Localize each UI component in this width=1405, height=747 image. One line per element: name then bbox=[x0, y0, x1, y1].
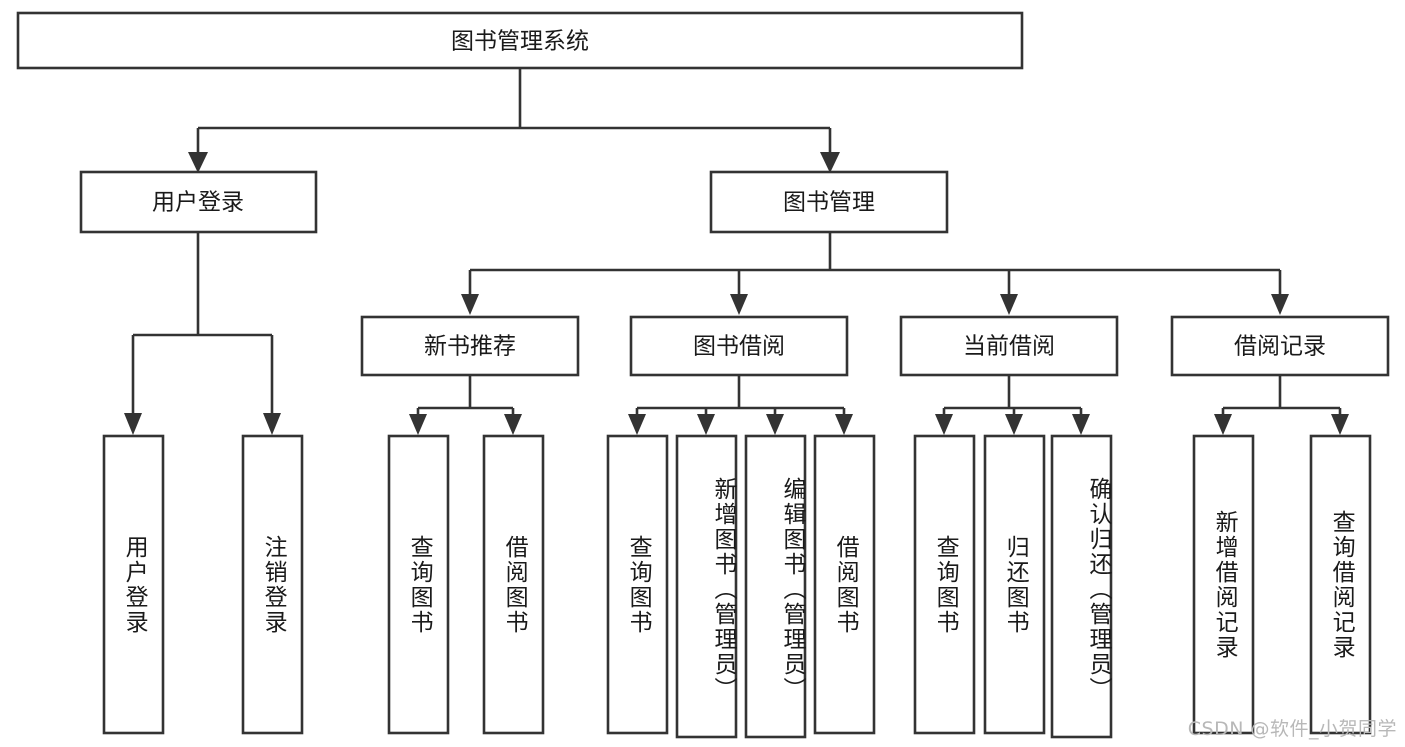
leaf-box-user-login[interactable] bbox=[102, 434, 165, 735]
leaf-box-confirm-return-admin[interactable] bbox=[1050, 434, 1113, 739]
node-user-login-box[interactable] bbox=[79, 170, 318, 234]
arrow-head-book-mgmt bbox=[820, 152, 840, 173]
node-book-management-box[interactable] bbox=[709, 170, 949, 234]
arrow-head-newbook-leaf-2 bbox=[504, 414, 522, 435]
arrow-head-user-login bbox=[188, 152, 208, 173]
leaf-box-edit-book-admin[interactable] bbox=[744, 434, 807, 739]
arrow-head-leaf-user-login bbox=[124, 413, 142, 435]
leaf-boxes-borrow-record bbox=[1192, 434, 1372, 735]
leaf-boxes-current-borrow bbox=[913, 434, 1113, 739]
node-book-borrow-box[interactable] bbox=[629, 315, 849, 377]
leaf-box-return-book[interactable] bbox=[983, 434, 1046, 735]
leaf-box-query-book-1[interactable] bbox=[387, 434, 450, 735]
node-book-borrow[interactable]: 图书借阅 bbox=[629, 315, 849, 377]
arrow-head-current-borrow bbox=[1000, 294, 1018, 315]
node-book-borrow-label: 图书借阅 bbox=[693, 334, 785, 360]
arrow-head-leaf-logout bbox=[263, 413, 281, 435]
node-new-book-recommend-label: 新书推荐 bbox=[424, 334, 516, 360]
csdn-watermark: CSDN @软件_小贺同学 bbox=[1187, 718, 1397, 740]
node-current-borrow-label: 当前借阅 bbox=[963, 334, 1055, 360]
node-current-borrow-box[interactable] bbox=[899, 315, 1119, 377]
node-root-box[interactable] bbox=[16, 11, 1024, 70]
leaf-box-add-borrow-record[interactable] bbox=[1192, 434, 1255, 735]
leaf-box-add-book-admin[interactable] bbox=[675, 434, 738, 739]
node-borrow-record-label: 借阅记录 bbox=[1234, 334, 1326, 360]
connector-bookborrow-to-leaves bbox=[628, 375, 853, 435]
arrow-head-currentborrow-leaf-1 bbox=[935, 414, 953, 435]
leaf-box-logout[interactable] bbox=[241, 434, 304, 735]
leaf-box-borrow-book-1[interactable] bbox=[482, 434, 545, 735]
arrow-head-borrowrecord-leaf-2 bbox=[1331, 414, 1349, 435]
node-user-login[interactable]: 用户登录 bbox=[79, 170, 318, 234]
connector-borrowrecord-to-leaves bbox=[1214, 375, 1349, 435]
connector-root-to-level2 bbox=[188, 68, 840, 173]
leaf-box-borrow-book-2[interactable] bbox=[813, 434, 876, 735]
arrow-head-currentborrow-leaf-2 bbox=[1005, 414, 1023, 435]
leaf-box-query-book-3[interactable] bbox=[913, 434, 976, 735]
arrow-head-currentborrow-leaf-3 bbox=[1072, 414, 1090, 435]
node-new-book-recommend[interactable]: 新书推荐 bbox=[360, 315, 580, 377]
node-current-borrow[interactable]: 当前借阅 bbox=[899, 315, 1119, 377]
connector-bookmgmt-to-level3 bbox=[461, 232, 1289, 315]
node-user-login-label: 用户登录 bbox=[152, 190, 244, 216]
node-book-management[interactable]: 图书管理 bbox=[709, 170, 949, 234]
node-root[interactable]: 图书管理系统 bbox=[16, 11, 1024, 70]
leaf-box-query-book-2[interactable] bbox=[606, 434, 669, 735]
connector-newbook-to-leaves bbox=[409, 375, 522, 435]
arrow-head-borrow-record bbox=[1271, 294, 1289, 315]
node-borrow-record-box[interactable] bbox=[1170, 315, 1390, 377]
node-root-label: 图书管理系统 bbox=[451, 29, 589, 55]
arrow-head-bookborrow-leaf-2 bbox=[697, 414, 715, 435]
arrow-head-bookborrow-leaf-3 bbox=[766, 414, 784, 435]
arrow-head-bookborrow-leaf-4 bbox=[835, 414, 853, 435]
arrow-head-book-borrow bbox=[730, 294, 748, 315]
connector-userlogin-to-leaves bbox=[124, 232, 281, 435]
leaf-boxes-user-login bbox=[102, 434, 304, 735]
arrow-head-new-book-recommend bbox=[461, 294, 479, 315]
arrow-head-borrowrecord-leaf-1 bbox=[1214, 414, 1232, 435]
arrow-head-newbook-leaf-1 bbox=[409, 414, 427, 435]
leaf-boxes-book-borrow bbox=[606, 434, 876, 739]
node-borrow-record[interactable]: 借阅记录 bbox=[1170, 315, 1390, 377]
connector-currentborrow-to-leaves bbox=[935, 375, 1090, 435]
leaf-boxes-new-book-recommend bbox=[387, 434, 545, 735]
node-book-management-label: 图书管理 bbox=[783, 190, 875, 216]
leaf-box-query-borrow-record[interactable] bbox=[1309, 434, 1372, 735]
arrow-head-bookborrow-leaf-1 bbox=[628, 414, 646, 435]
node-new-book-recommend-box[interactable] bbox=[360, 315, 580, 377]
